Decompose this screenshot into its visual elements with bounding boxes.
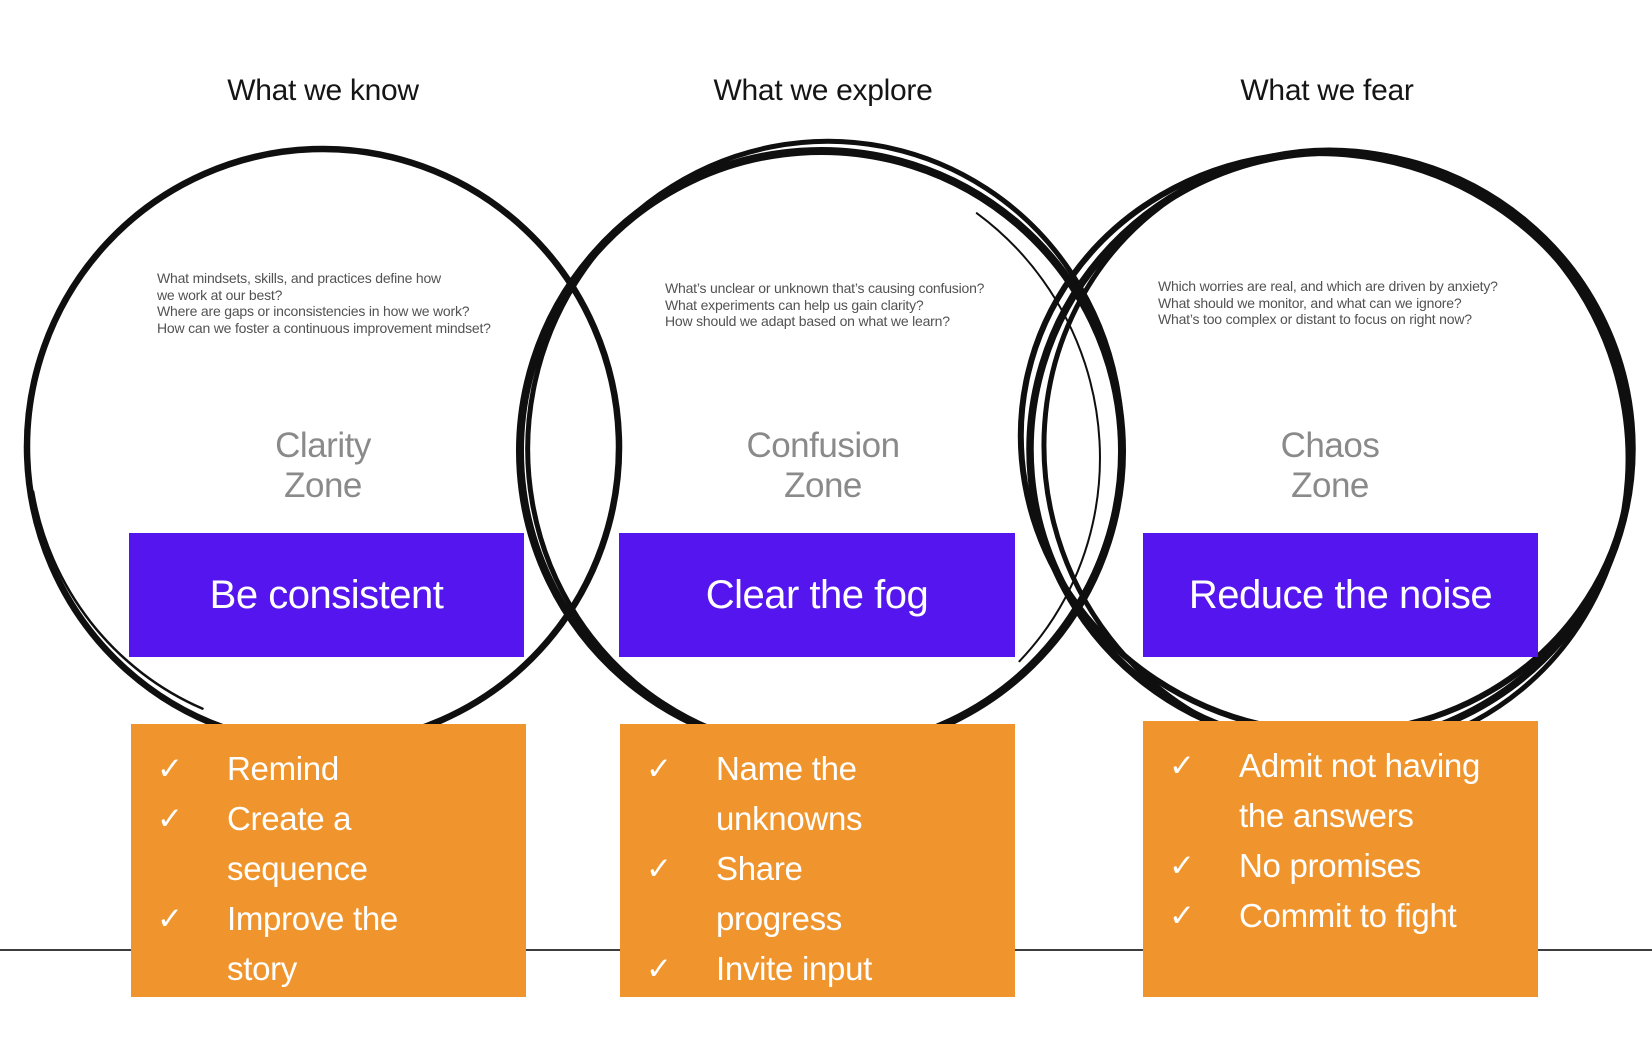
- zone-questions-confusion: What’s unclear or unknown that’s causing…: [665, 280, 985, 329]
- list-item: ✓ Name the unknowns: [646, 744, 1007, 844]
- action-box-confusion: ✓ Name the unknowns ✓ Share progress ✓ I…: [620, 724, 1015, 997]
- check-icon: ✓: [157, 901, 183, 936]
- action-label: Name the unknowns: [716, 750, 863, 837]
- strategy-banner-label: Be consistent: [209, 572, 444, 617]
- column-header-explore: What we explore: [713, 74, 933, 107]
- zone-questions-clarity: What mindsets, skills, and practices def…: [157, 270, 491, 336]
- list-item: ✓ Improve the story: [157, 894, 518, 994]
- strategy-banner-label: Reduce the noise: [1188, 572, 1493, 617]
- action-label: Share progress: [716, 850, 842, 937]
- check-icon: ✓: [646, 751, 672, 786]
- list-item: ✓ Create a sequence: [157, 794, 518, 894]
- action-label: Invite input: [716, 950, 873, 987]
- action-list: ✓ Remind ✓ Create a sequence ✓ Improve t…: [157, 744, 518, 994]
- check-icon: ✓: [1169, 898, 1195, 933]
- action-list: ✓ Name the unknowns ✓ Share progress ✓ I…: [646, 744, 1007, 994]
- zone-label-confusion: Confusion Zone: [746, 426, 900, 505]
- check-icon: ✓: [646, 951, 672, 986]
- action-box-clarity: ✓ Remind ✓ Create a sequence ✓ Improve t…: [131, 724, 526, 997]
- action-label: Commit to fight: [1239, 897, 1457, 934]
- list-item: ✓ Remind: [157, 744, 518, 794]
- check-icon: ✓: [157, 801, 183, 836]
- action-box-chaos: ✓ Admit not having the answers ✓ No prom…: [1143, 721, 1538, 997]
- strategy-banner-chaos: Reduce the noise: [1143, 533, 1538, 657]
- list-item: ✓ Admit not having the answers: [1169, 741, 1530, 841]
- list-item: ✓ No promises: [1169, 841, 1530, 891]
- column-header-know: What we know: [227, 74, 419, 107]
- zone-label-chaos: Chaos Zone: [1280, 426, 1380, 505]
- list-item: ✓ Share progress: [646, 844, 1007, 944]
- check-icon: ✓: [1169, 748, 1195, 783]
- strategy-banner-clarity: Be consistent: [129, 533, 524, 657]
- list-item: ✓ Commit to fight: [1169, 891, 1530, 941]
- check-icon: ✓: [1169, 848, 1195, 883]
- action-label: Admit not having the answers: [1239, 747, 1481, 834]
- list-item: ✓ Invite input: [646, 944, 1007, 994]
- check-icon: ✓: [157, 751, 183, 786]
- action-label: Improve the story: [227, 900, 398, 987]
- action-label: No promises: [1239, 847, 1421, 884]
- strategy-banner-label: Clear the fog: [705, 572, 929, 617]
- strategy-banner-confusion: Clear the fog: [619, 533, 1015, 657]
- zone-label-clarity: Clarity Zone: [275, 426, 371, 505]
- action-label: Create a sequence: [227, 800, 368, 887]
- check-icon: ✓: [646, 851, 672, 886]
- column-header-fear: What we fear: [1240, 74, 1414, 107]
- action-list: ✓ Admit not having the answers ✓ No prom…: [1169, 741, 1530, 941]
- zone-questions-chaos: Which worries are real, and which are dr…: [1158, 278, 1498, 327]
- action-label: Remind: [227, 750, 339, 787]
